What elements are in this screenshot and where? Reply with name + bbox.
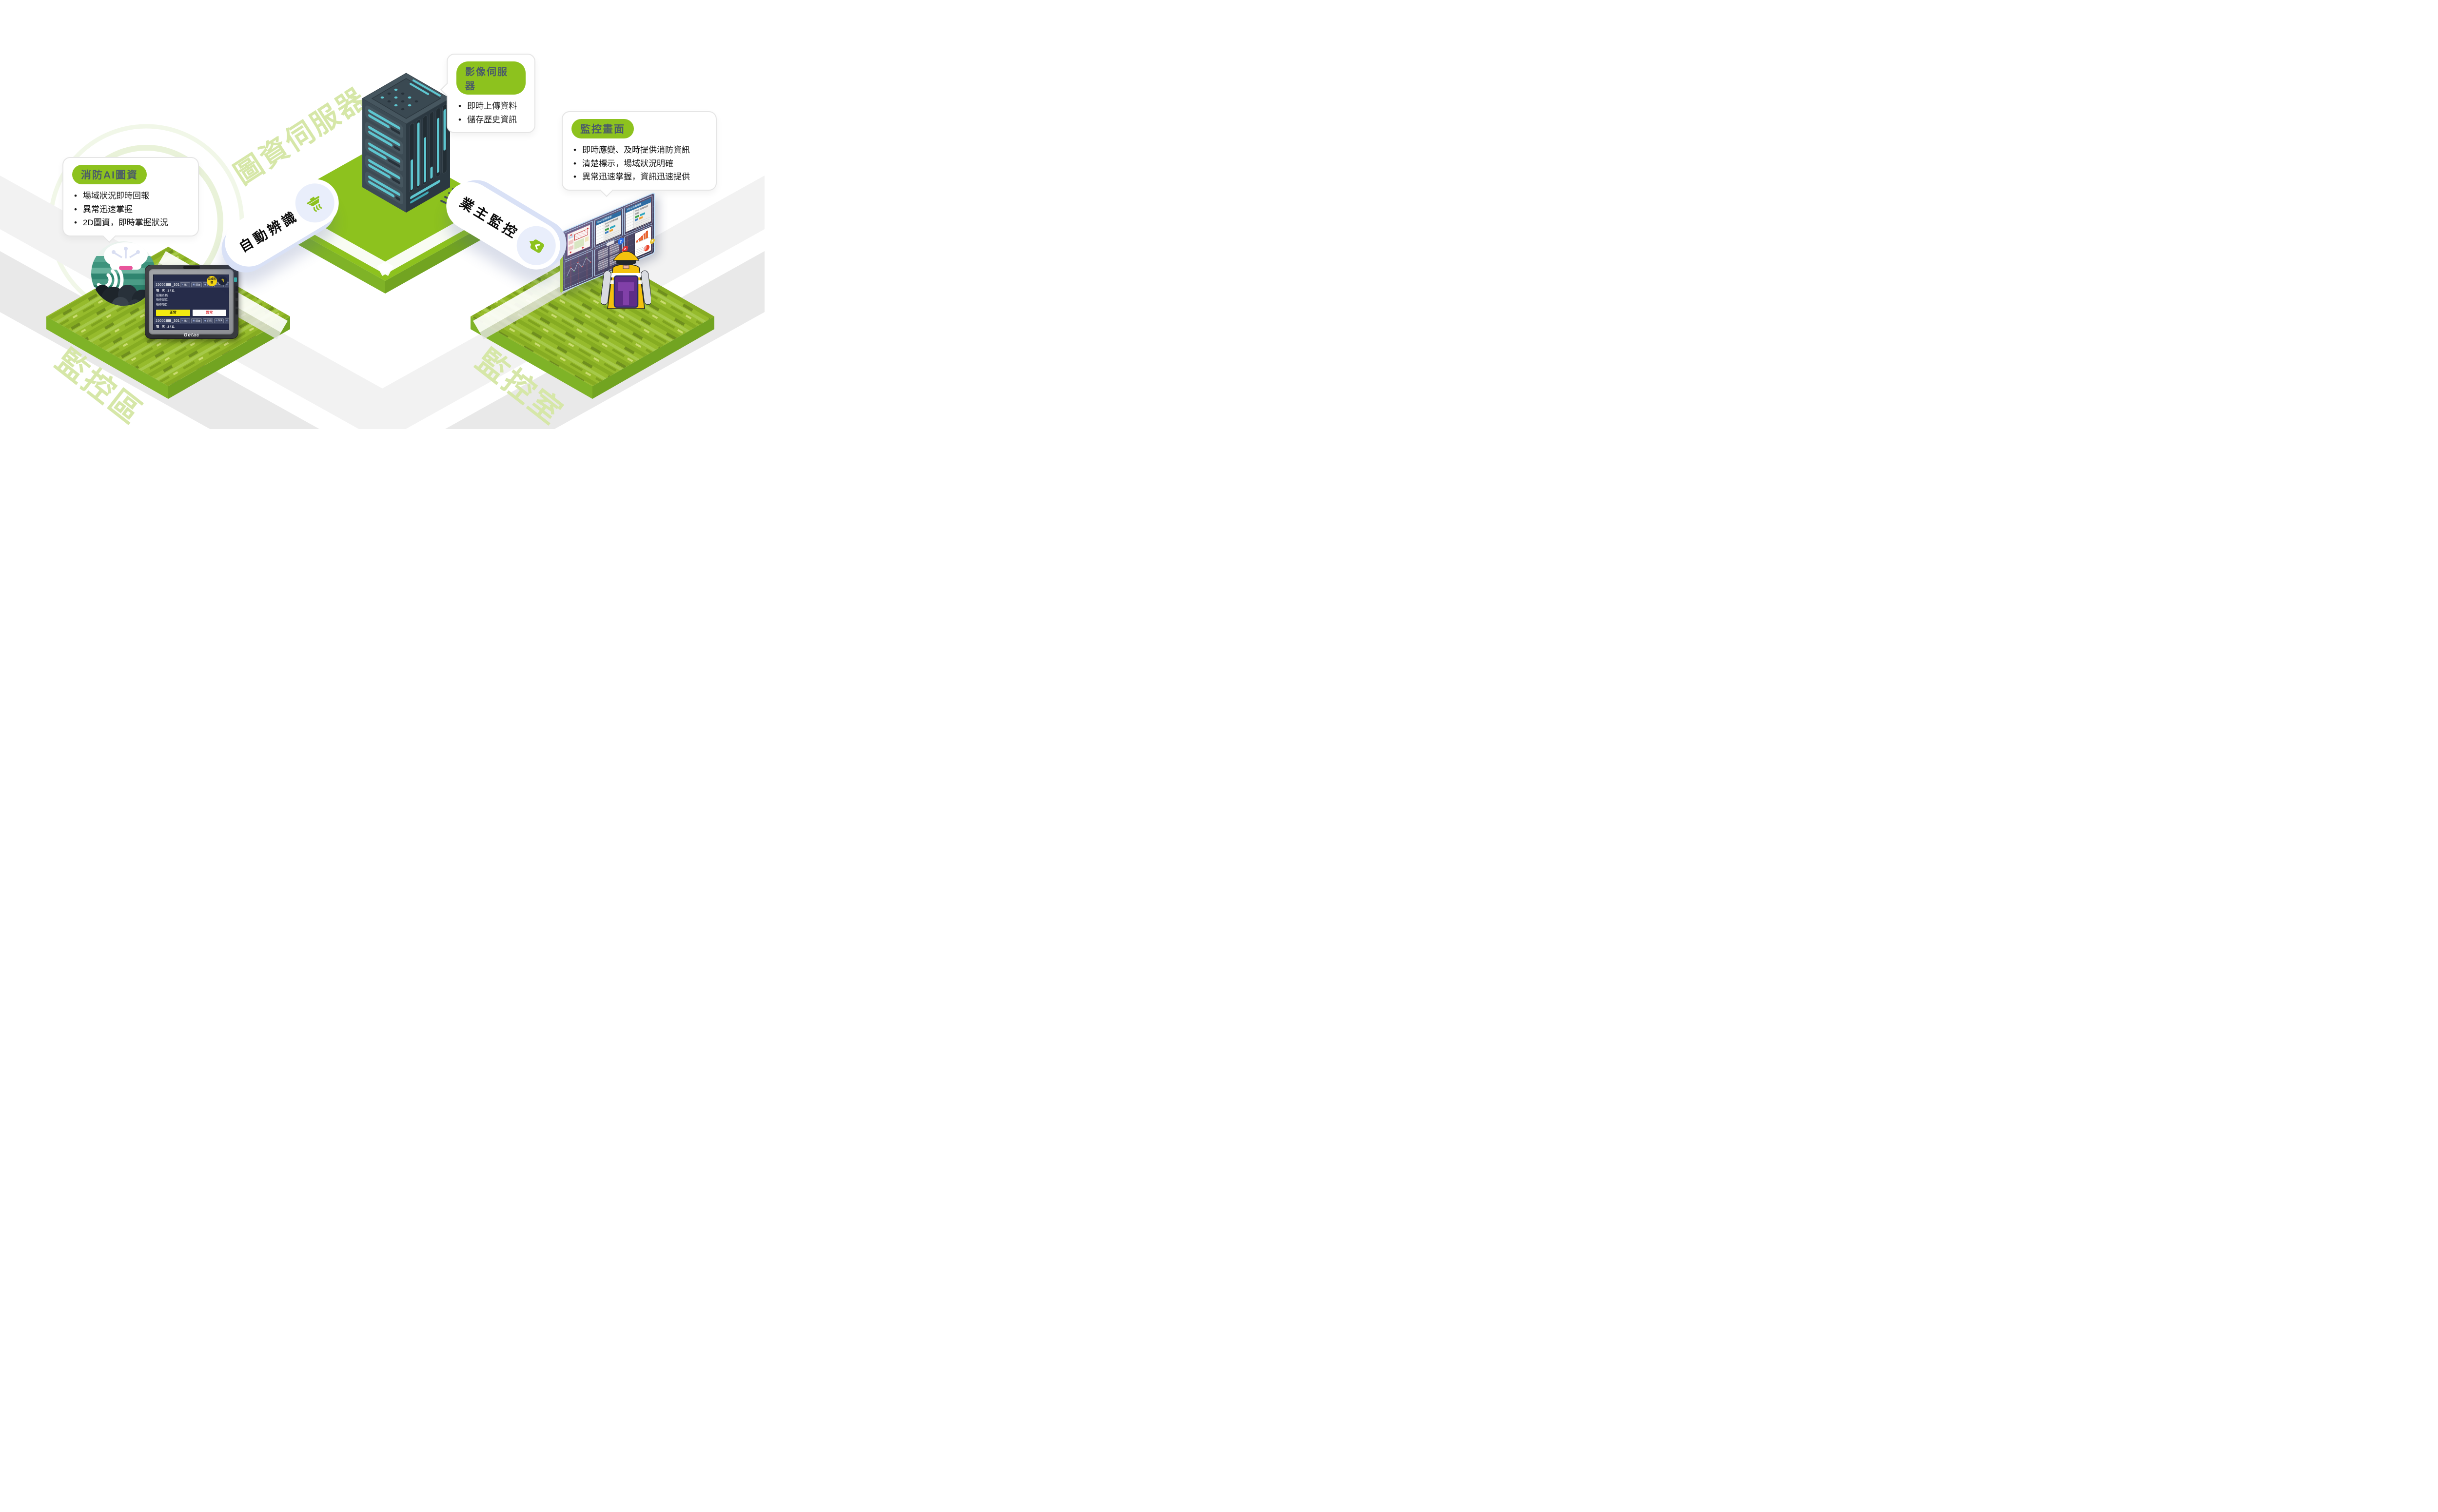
callout-monitor-screen: 監控畫面 即時應變、及時提供消防資訊 清楚標示，場域狀況明確 異常迅速掌握，資訊… — [562, 111, 717, 197]
redacted-block — [166, 319, 171, 323]
left-arm — [601, 270, 611, 305]
na-button[interactable]: ⊗N/A — [214, 318, 224, 324]
album-button[interactable]: ▣相簿 — [191, 282, 202, 287]
infographic-stage: 圖資伺服器 監控區 監控室 — [0, 0, 765, 429]
tablet-screen: 完成巡檢 ↰ 15002_301 ✎備註 ▣相簿 ◉拍照 ⊗N/A ⊖停車 — [153, 275, 229, 330]
check-item-field: 檢查項目 : — [156, 303, 170, 307]
connector-auto-identify: 自動辨識 — [216, 170, 348, 275]
line-chart — [566, 257, 591, 277]
card-body: 項 次 : 1 / 11 設備名稱 : 檢查部位 : 檢查項目 : — [154, 288, 229, 308]
equipment-id: 15002_301 — [156, 283, 180, 287]
tablet-camera-notch — [183, 266, 200, 269]
video-camera-icon — [509, 218, 563, 273]
vest-panel-inner — [618, 282, 634, 305]
bullet-item: 即時應變、及時提供消防資訊 — [571, 143, 707, 157]
right-arm — [641, 270, 651, 305]
callout-bullets: 即時上傳資料 儲存歷史資訊 — [456, 99, 526, 126]
tablet-p1-button[interactable] — [235, 286, 238, 291]
brand-logo: Getac — [183, 333, 200, 338]
result-buttons: 正常 異常 — [154, 308, 229, 317]
worker-person — [601, 251, 651, 309]
app-sidebar — [596, 222, 605, 245]
card-body: 項 次 : 2 / 11 設備名稱 : 檢查部位 : 檢查項目 : — [154, 324, 229, 330]
server-tower — [362, 73, 525, 227]
bullet-item: 異常迅速掌握 — [72, 203, 189, 216]
card-header: 15002_301 ✎備註 ▣相簿 ◉拍照 ⊗N/A ⊖停車 — [154, 281, 229, 288]
inspection-card-2: 15002_301 ✎備註 ▣相簿 ◉拍照 ⊗N/A ⊖停車 項 次 : 2 /… — [154, 317, 229, 330]
card-header: 15002_301 ✎備註 ▣相簿 ◉拍照 ⊗N/A ⊖停車 — [154, 317, 229, 325]
bullet-item: 清楚標示，場域狀況明確 — [571, 157, 707, 171]
monitor-wall: BWC設備維護 BWC設備維護列表 BWC設備維護 BWC設備維護列表 — [560, 192, 655, 294]
getac-tablet: 完成巡檢 ↰ 15002_301 ✎備註 ▣相簿 ◉拍照 ⊗N/A ⊖停車 — [145, 265, 238, 339]
app-sidebar — [626, 209, 634, 232]
inspection-card-1: 15002_301 ✎備註 ▣相簿 ◉拍照 ⊗N/A ⊖停車 項 次 : 1 /… — [154, 281, 229, 317]
callout-fire-ai: 消防AI圖資 場域狀況即時回報 異常迅速掌握 2D圖資，即時掌握狀況 — [62, 157, 199, 243]
camera-button[interactable]: ◉拍照 — [202, 318, 214, 324]
sequence-field: 項 次 : 1 / 11 — [156, 290, 175, 293]
callout-title: 影像伺服器 — [456, 61, 526, 95]
bullet-item: 場域狀況即時回報 — [72, 189, 189, 203]
bullet-item: 即時上傳資料 — [456, 99, 526, 113]
note-button[interactable]: ✎備註 — [179, 282, 190, 287]
server-top-grille — [380, 79, 441, 111]
redacted-block — [166, 283, 171, 286]
bullet-item: 2D圖資，即時掌握狀況 — [72, 216, 189, 230]
parking-button[interactable]: ⊖停車 — [224, 318, 229, 324]
return-icon[interactable]: ↰ — [218, 276, 227, 285]
callout-image-server: 影像伺服器 即時上傳資料 儲存歷史資訊 — [440, 54, 535, 134]
device-name-field: 設備名稱 : — [156, 294, 170, 297]
tablet-power-button[interactable] — [234, 277, 237, 282]
card-toolbar: ✎備註 ▣相簿 ◉拍照 ⊗N/A ⊖停車 — [179, 318, 229, 324]
check-part-field: 檢查部位 : — [156, 299, 170, 302]
tablet-volume-down[interactable] — [235, 309, 238, 314]
callout-bullets: 即時應變、及時提供消防資訊 清楚標示，場域狀況明確 異常迅速掌握，資訊迅速提供 — [571, 143, 707, 184]
callout-bullets: 場域狀況即時回報 異常迅速掌握 2D圖資，即時掌握狀況 — [72, 189, 189, 230]
sprinkler-icon — [288, 176, 342, 230]
bullet-item: 儲存歷史資訊 — [456, 113, 526, 127]
callout-title: 監控畫面 — [571, 119, 634, 138]
callout-title: 消防AI圖資 — [72, 165, 147, 184]
monitor-grid: BWC設備維護 BWC設備維護列表 BWC設備維護 BWC設備維護列表 — [565, 195, 652, 290]
connector-owner-monitor: 業主監控 — [437, 173, 569, 278]
card-toolbar: ✎備註 ▣相簿 ◉拍照 ⊗N/A ⊖停車 — [179, 282, 229, 287]
sequence-field: 項 次 : 2 / 11 — [156, 326, 175, 329]
hard-hat — [613, 251, 639, 261]
tablet-volume-up[interactable] — [235, 301, 238, 307]
normal-button[interactable]: 正常 — [156, 310, 190, 316]
album-button[interactable]: ▣相簿 — [191, 318, 202, 324]
smoke-detector-icon — [104, 242, 148, 270]
monitor-panel-linechart — [565, 250, 593, 290]
note-button[interactable]: ✎備註 — [179, 318, 190, 324]
tablet-p2-button[interactable] — [235, 293, 238, 298]
bullet-item: 異常迅速掌握，資訊迅速提供 — [571, 170, 707, 184]
abnormal-button[interactable]: 異常 — [192, 310, 226, 316]
inspection-complete-badge[interactable]: 完成巡檢 — [207, 276, 217, 286]
equipment-id: 15002_301 — [156, 319, 180, 323]
